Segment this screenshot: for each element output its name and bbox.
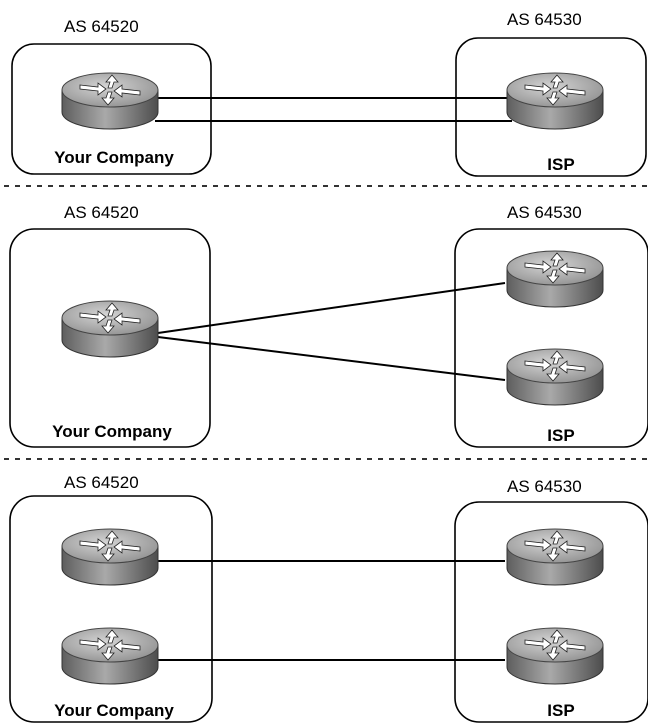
as-label-left: AS 64520 (64, 473, 139, 492)
box-label-left: Your Company (54, 148, 174, 167)
as-boundary-left (9, 495, 213, 723)
router-icon (61, 72, 159, 130)
router-icon (61, 300, 159, 358)
router-icon (506, 72, 604, 130)
box-label-left: Your Company (52, 422, 172, 441)
link-line (157, 336, 506, 381)
router-icon (506, 250, 604, 308)
router-icon (61, 528, 159, 586)
panel-3: AS 64520 AS 64530 Your Company ISP (9, 473, 648, 723)
as-boundary-left (11, 43, 212, 175)
router-icon (506, 627, 604, 685)
as-label-right: AS 64530 (507, 203, 582, 222)
router-icon (506, 528, 604, 586)
box-label-right: ISP (547, 701, 574, 720)
box-label-right: ISP (547, 426, 574, 445)
as-boundary-right (454, 228, 648, 448)
as-boundary-right (454, 501, 648, 723)
as-boundary-right (455, 37, 647, 177)
link-line (157, 282, 506, 334)
router-icon (61, 627, 159, 685)
as-label-right: AS 64530 (507, 10, 582, 29)
box-label-right: ISP (547, 155, 574, 174)
router-icon (506, 348, 604, 406)
panel-1: AS 64520 AS 64530 Your Company ISP (11, 10, 647, 177)
as-boundary-left (9, 228, 211, 448)
as-label-right: AS 64530 (507, 477, 582, 496)
as-label-left: AS 64520 (64, 203, 139, 222)
as-label-left: AS 64520 (64, 17, 139, 36)
box-label-left: Your Company (54, 701, 174, 720)
panel-2: AS 64520 AS 64530 Your Company ISP (9, 203, 648, 448)
